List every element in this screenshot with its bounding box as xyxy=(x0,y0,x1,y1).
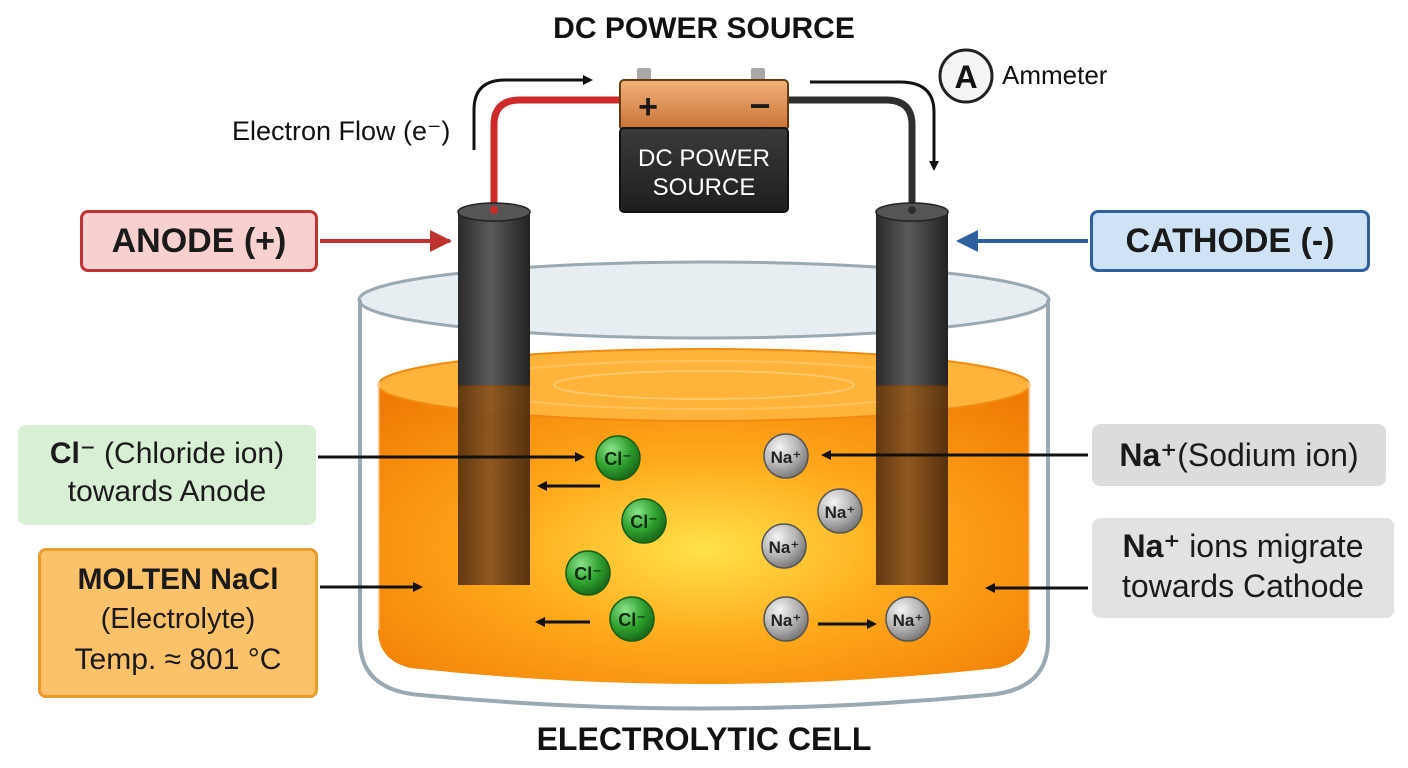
svg-text:Cl⁻: Cl⁻ xyxy=(618,610,646,630)
sodium-ion: Na⁺ xyxy=(761,523,807,569)
sodium-ion: Na⁺ xyxy=(817,488,863,534)
cathode-wire xyxy=(786,96,916,210)
battery-minus: − xyxy=(749,85,770,126)
sodium-ion-name: (Sodium ion) xyxy=(1177,436,1359,473)
ammeter-symbol: A xyxy=(954,59,977,95)
bottom-title: ELECTROLYTIC CELL xyxy=(537,721,872,757)
ammeter-label: Ammeter xyxy=(1002,60,1108,90)
svg-text:Na⁺: Na⁺ xyxy=(769,538,800,557)
cathode-label: CATHODE (-) xyxy=(1090,210,1370,272)
cathode-electrode xyxy=(875,202,949,585)
svg-text:Na⁺: Na⁺ xyxy=(893,611,924,630)
electron-flow-label: Electron Flow (e⁻) xyxy=(232,116,450,146)
battery-label-line1: DC POWER xyxy=(638,145,770,172)
ammeter-icon xyxy=(938,48,994,104)
sodium-ion: Na⁺ xyxy=(763,433,809,479)
sodium-label: Na⁺ (Sodium ion) xyxy=(1092,424,1386,486)
sodium-ion: Na⁺ xyxy=(885,596,931,642)
anode-wire xyxy=(490,96,622,210)
sodium-migration-symbol: Na⁺ xyxy=(1122,528,1181,564)
svg-text:Cl⁻: Cl⁻ xyxy=(604,449,632,469)
molten-electrolyte xyxy=(378,385,1030,684)
chloride-ion: Cl⁻ xyxy=(595,435,641,481)
electron-flow-arrow-right xyxy=(810,80,939,171)
chloride-label: Cl⁻ (Chloride ion) towards Anode xyxy=(18,425,316,525)
sodium-ion-symbol: Na⁺ xyxy=(1119,437,1178,473)
battery-label-line2: SOURCE xyxy=(653,174,756,201)
electrolyte-temperature: Temp. ≈ 801 °C xyxy=(74,643,282,676)
battery: + − DC POWER SOURCE xyxy=(619,68,789,213)
chloride-ion: Cl⁻ xyxy=(621,498,667,544)
beaker-wall xyxy=(358,300,1050,711)
chloride-ion-name: (Chloride ion) xyxy=(95,437,285,470)
electrolyte-label: MOLTEN NaCl (Electrolyte) Temp. ≈ 801 °C xyxy=(38,548,318,698)
chloride-ion: Cl⁻ xyxy=(565,550,611,596)
sodium-migration-text: ions migrate xyxy=(1180,528,1364,564)
anode-label-text: ANODE (+) xyxy=(111,221,287,260)
svg-text:Cl⁻: Cl⁻ xyxy=(574,564,602,584)
chloride-ion: Cl⁻ xyxy=(609,596,655,642)
svg-text:Na⁺: Na⁺ xyxy=(771,611,802,630)
electrolyte-type: (Electrolyte) xyxy=(100,603,256,635)
page-title: DC POWER SOURCE xyxy=(553,12,855,45)
sodium-ion: Na⁺ xyxy=(763,596,809,642)
electrolyte-name: MOLTEN NaCl xyxy=(77,563,279,596)
svg-text:Na⁺: Na⁺ xyxy=(825,503,856,522)
anode-electrode xyxy=(457,202,531,585)
battery-plus: + xyxy=(638,88,658,126)
sodium-migration-label: Na⁺ ions migrate towards Cathode xyxy=(1092,518,1394,618)
svg-text:Cl⁻: Cl⁻ xyxy=(630,512,658,532)
sodium-migration-direction: towards Cathode xyxy=(1122,568,1364,604)
electron-flow-arrow-left xyxy=(472,75,593,150)
chloride-direction: towards Anode xyxy=(67,475,267,508)
cathode-label-text: CATHODE (-) xyxy=(1125,221,1335,260)
chloride-ion-symbol: Cl⁻ xyxy=(49,437,96,470)
anode-label: ANODE (+) xyxy=(80,210,318,272)
svg-text:Na⁺: Na⁺ xyxy=(771,448,802,467)
